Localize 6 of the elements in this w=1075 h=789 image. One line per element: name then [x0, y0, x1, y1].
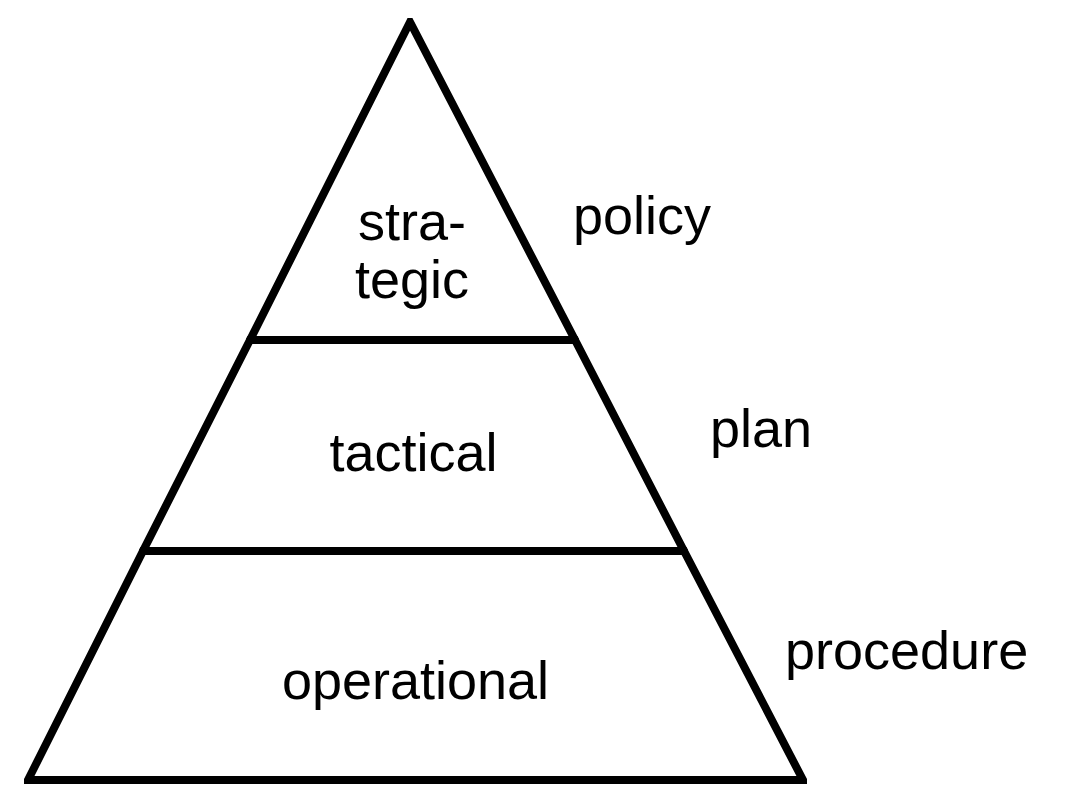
tier-label: tactical: [328, 423, 499, 481]
side-label: procedure: [785, 621, 1029, 679]
tier-label: operational: [280, 651, 551, 709]
tier-label: stra- tegic: [353, 192, 471, 308]
side-label: plan: [710, 399, 813, 457]
side-label: policy: [573, 186, 712, 244]
